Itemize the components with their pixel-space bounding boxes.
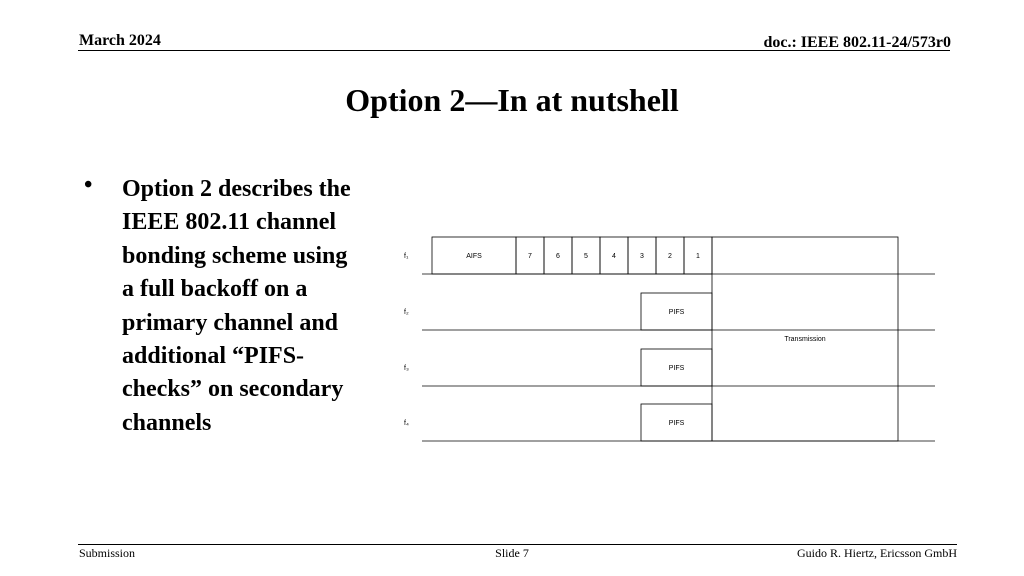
pifs-label-f2: PIFS [669, 309, 685, 316]
backoff-slot-label: 5 [584, 253, 588, 260]
footer-submission: Submission [79, 546, 136, 560]
bullet-text: Option 2 describes the IEEE 802.11 chann… [122, 176, 351, 436]
header-date: March 2024 [79, 32, 161, 49]
backoff-slot-label: 3 [640, 253, 644, 260]
channel-label-f4: f₄ [404, 420, 409, 427]
aifs-label: AIFS [466, 253, 482, 260]
footer-divider [78, 544, 957, 545]
pifs-label-f4: PIFS [669, 420, 685, 427]
transmission-label: Transmission [784, 336, 825, 343]
backoff-slot-label: 7 [528, 253, 532, 260]
bullet-marker: • [84, 172, 93, 198]
footer-author: Guido R. Hiertz, Ericsson GmbH [797, 546, 957, 560]
channel-label-f2: f₂ [404, 309, 409, 316]
pifs-label-f3: PIFS [669, 365, 685, 372]
channel-label-f3: f₃ [404, 365, 409, 372]
backoff-slot-label: 6 [556, 253, 560, 260]
transmission-box [711, 236, 899, 442]
backoff-slot-label: 4 [612, 253, 616, 260]
header-doc-id: doc.: IEEE 802.11-24/573r0 [763, 34, 951, 51]
channel-label-f1: f₁ [404, 253, 409, 260]
backoff-slot-label: 1 [696, 253, 700, 260]
slide-title: Option 2—In at nutshell [345, 82, 679, 118]
backoff-slot-label: 2 [668, 253, 672, 260]
header-divider [78, 50, 950, 51]
footer-slide-number: Slide 7 [495, 546, 529, 560]
